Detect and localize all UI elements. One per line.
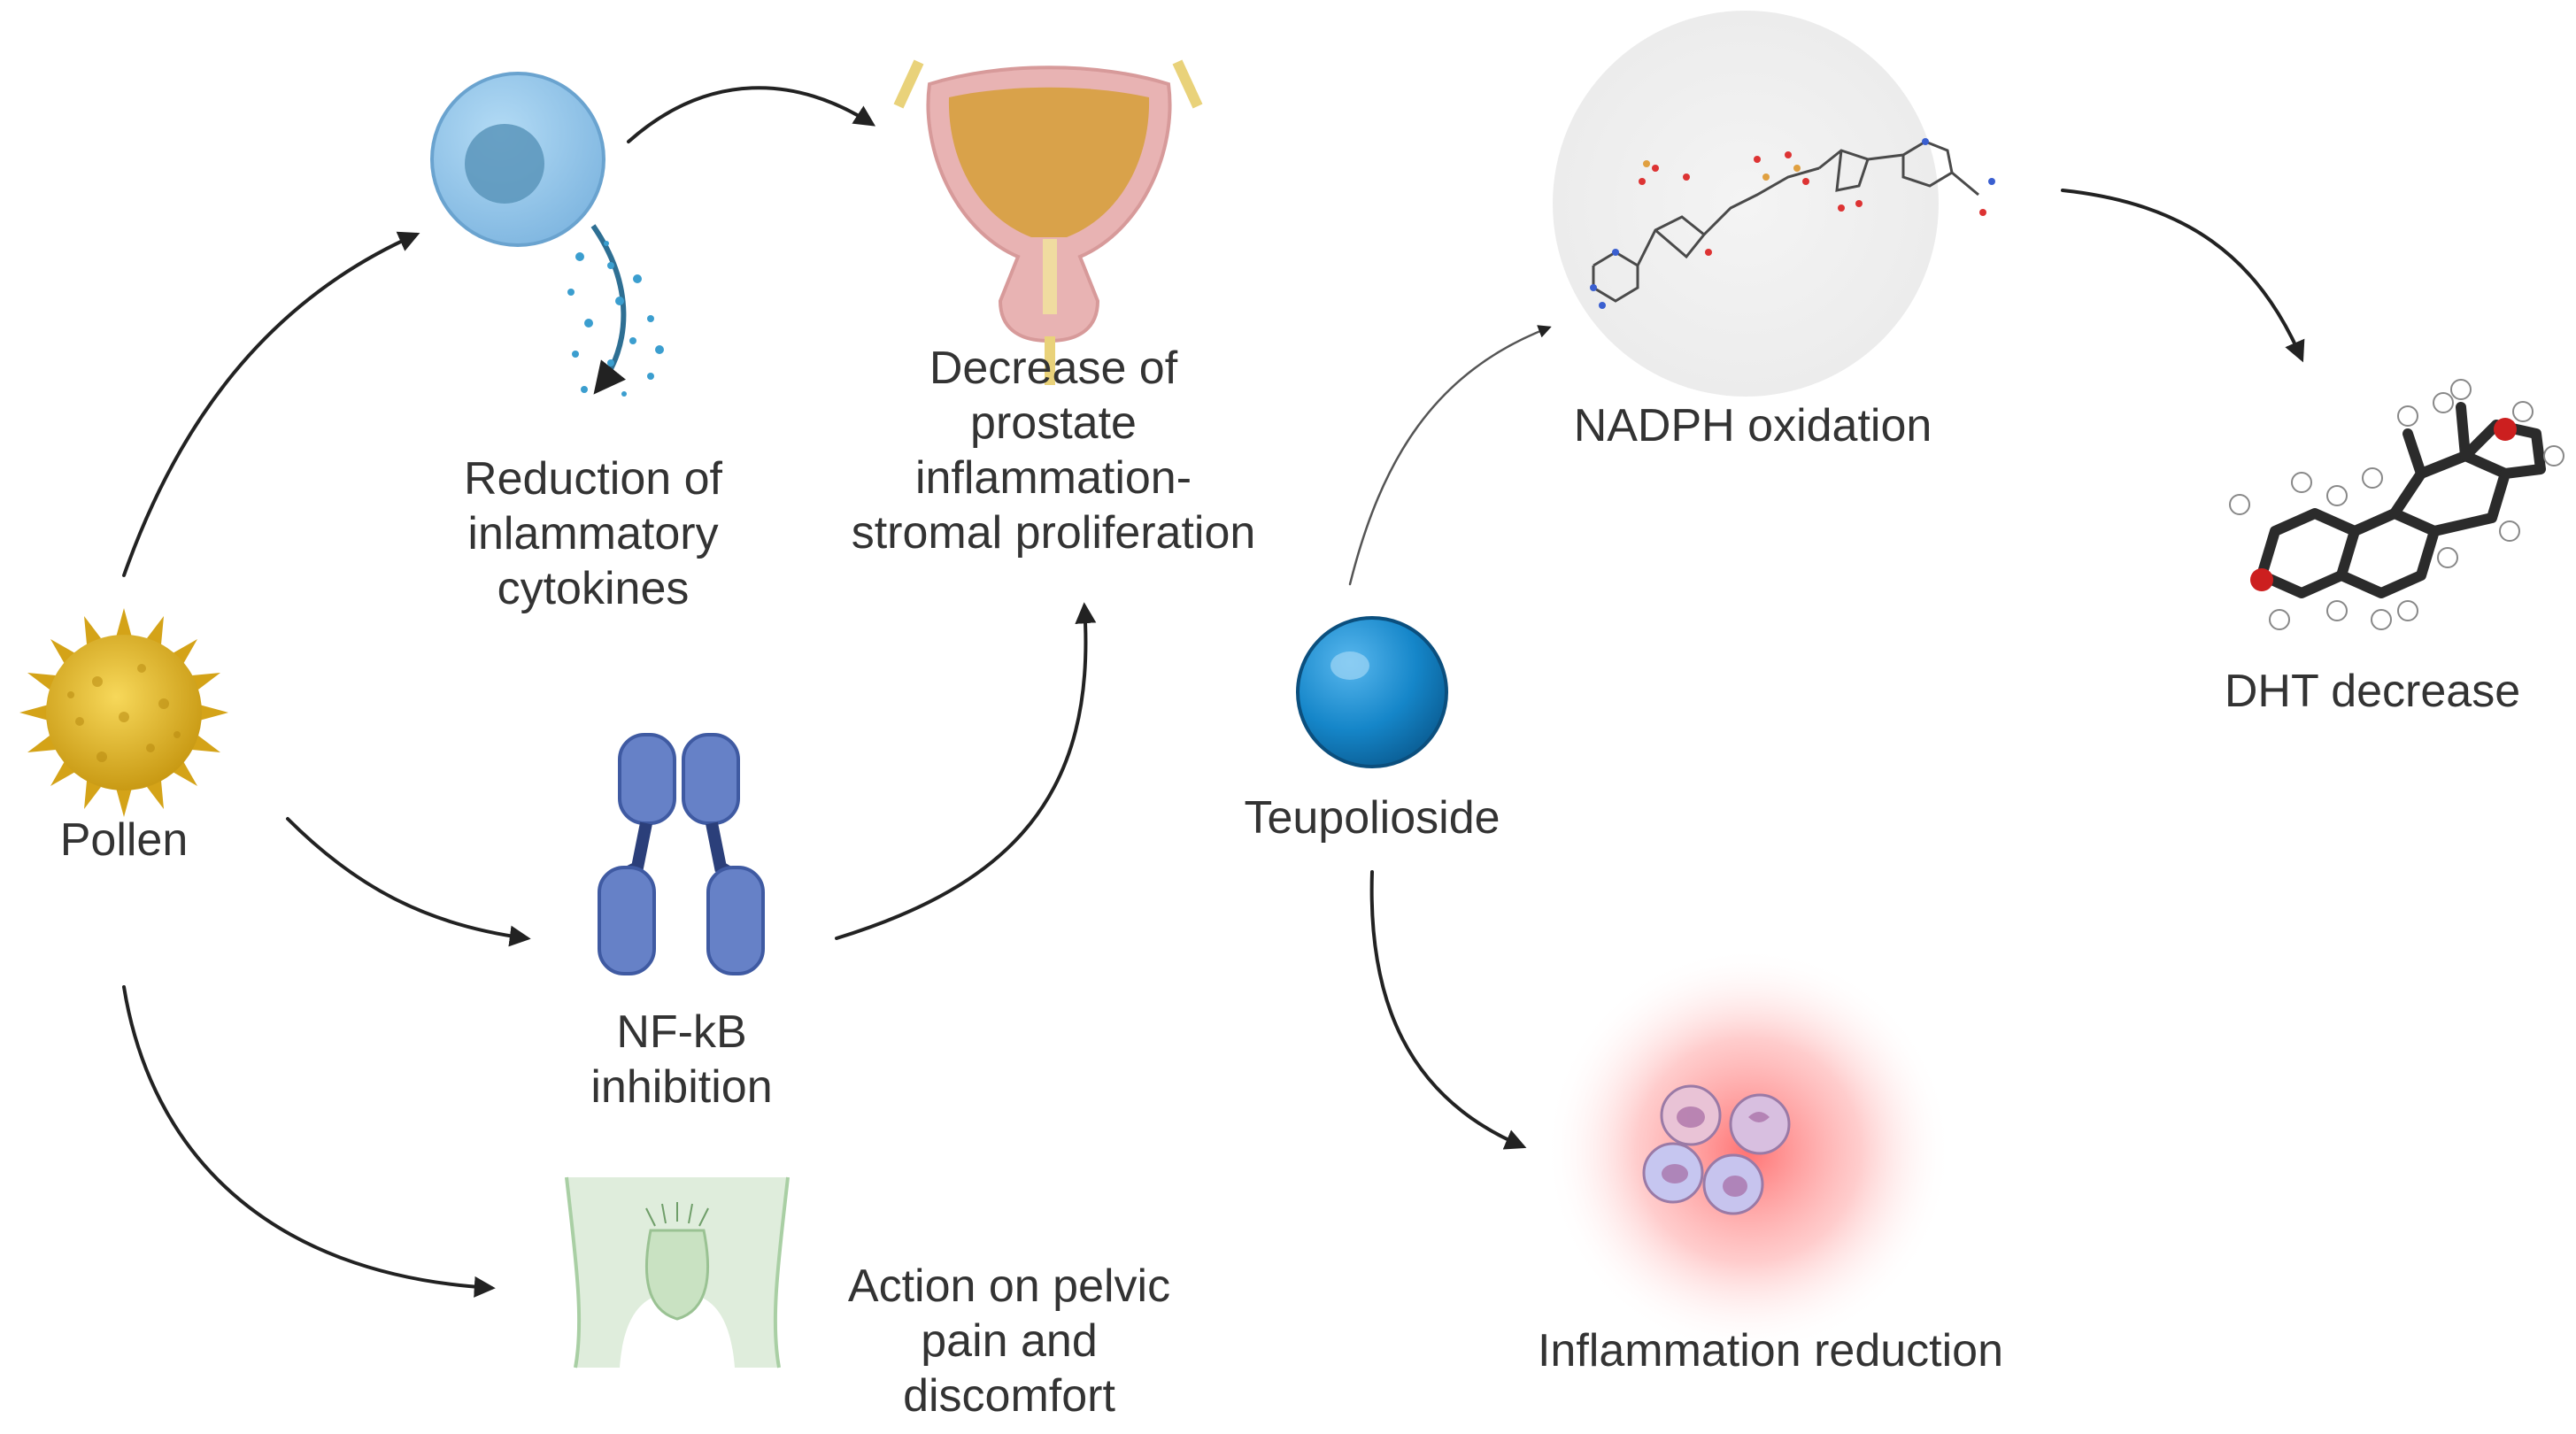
arrow-nfkb-to-prostate <box>835 602 1097 940</box>
sphere-molecule-icon <box>1296 616 1448 768</box>
arrow-cytokines-to-prostate <box>627 86 876 143</box>
arrow-teupolioside-to-inflammation <box>1369 870 1527 1150</box>
inflamed-cells-icon <box>1545 947 1952 1354</box>
nadph-structure-icon <box>1553 11 1995 397</box>
cytokines-label: Reduction of inlammatory cytokines <box>464 453 722 614</box>
immune-cell-icon <box>430 72 664 397</box>
nfkb-label: NF-kB inhibition <box>590 1006 773 1113</box>
teupolioside-label: Teupolioside <box>1244 792 1500 844</box>
arrow-pollen-to-nfkb <box>286 817 531 947</box>
arrow-nadph-to-dht <box>2061 189 2305 363</box>
nadph-label: NADPH oxidation <box>1573 400 1932 451</box>
inflammation-label: Inflammation reduction <box>1537 1325 2004 1376</box>
pollen-grain-icon <box>19 608 228 817</box>
antibody-icon <box>598 733 765 975</box>
dht-label: DHT decrease <box>2224 666 2521 717</box>
prostate-label: Decrease of prostate inflammation- strom… <box>851 343 1256 559</box>
steroid-molecule-icon <box>2229 379 2564 630</box>
pelvis-icon <box>565 1176 790 1368</box>
arrow-pollen-to-cytokines <box>122 231 420 577</box>
pelvic-label: Action on pelvic pain and discomfort <box>847 1261 1171 1422</box>
pollen-label: Pollen <box>59 814 189 866</box>
arrow-teupolioside-to-nadph <box>1348 325 1552 586</box>
arrow-pollen-to-pelvic <box>122 985 496 1298</box>
arrows <box>122 86 2305 1298</box>
bladder-prostate-icon <box>893 59 1203 385</box>
